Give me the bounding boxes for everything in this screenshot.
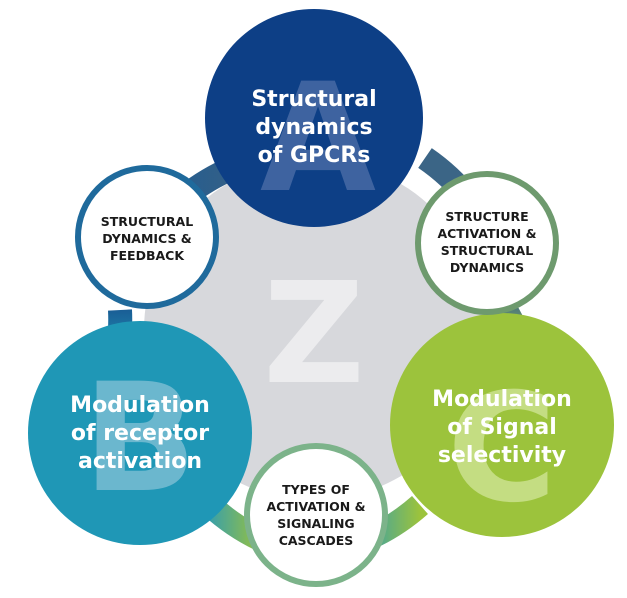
link-ab-line-2: DYNAMICS & (102, 231, 192, 246)
node-b-circle (28, 321, 252, 545)
link-ac-line-4: DYNAMICS (450, 260, 524, 275)
link-ac-line-3: STRUCTURAL (441, 243, 533, 258)
link-ab-line-1: STRUCTURAL (101, 214, 193, 229)
node-c-line-2: of Signal (447, 415, 557, 440)
node-a-line-1: Structural (251, 87, 376, 112)
node-c-line-1: Modulation (432, 387, 572, 412)
link-bc: TYPES OF ACTIVATION & SIGNALING CASCADES (244, 443, 388, 587)
link-ac: STRUCTURE ACTIVATION & STRUCTURAL DYNAMI… (415, 171, 559, 315)
node-a-line-2: dynamics (255, 115, 372, 140)
link-ac-circle (415, 171, 559, 315)
link-ac-line-2: ACTIVATION & (437, 226, 536, 241)
node-a: A Structural dynamics of GPCRs (205, 9, 423, 227)
link-ab-line-3: FEEDBACK (110, 248, 185, 263)
center-letter: Z (263, 253, 365, 416)
link-ab-circle (75, 165, 219, 309)
link-bc-circle (244, 443, 388, 587)
node-a-watermark: A (260, 52, 376, 226)
node-c-line-3: selectivity (438, 443, 566, 468)
link-bc-line-1: TYPES OF (282, 482, 350, 497)
node-b-line-2: of receptor (71, 421, 209, 446)
link-bc-line-4: CASCADES (279, 533, 354, 548)
node-c: C Modulation of Signal selectivity (390, 313, 614, 537)
node-c-watermark: C (447, 362, 557, 536)
link-bc-line-3: SIGNALING (277, 516, 354, 531)
node-a-circle (205, 9, 423, 227)
link-ab: STRUCTURAL DYNAMICS & FEEDBACK (75, 165, 219, 309)
link-ac-line-1: STRUCTURE (445, 209, 528, 224)
node-b-line-1: Modulation (70, 393, 210, 418)
node-b-watermark: B (83, 352, 197, 526)
link-bc-line-2: ACTIVATION & (266, 499, 365, 514)
node-c-circle (390, 313, 614, 537)
node-b: B Modulation of receptor activation (28, 321, 252, 545)
node-a-line-3: of GPCRs (258, 143, 371, 168)
node-b-line-3: activation (78, 449, 202, 474)
